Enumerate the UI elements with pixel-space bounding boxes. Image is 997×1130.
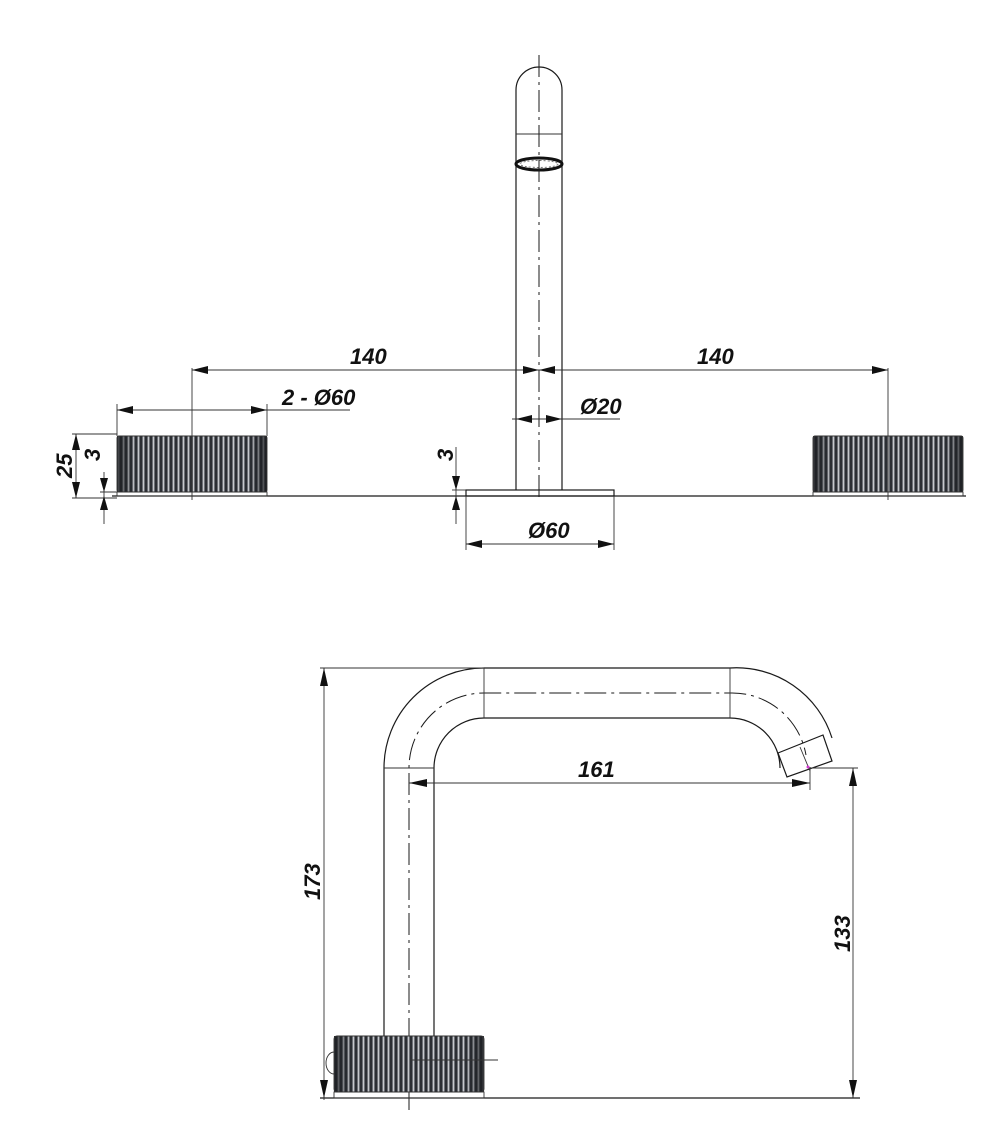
outlet-point-marker [806, 765, 810, 769]
front-view: 140 140 2 - Ø60 Ø20 [52, 55, 966, 550]
right-handle [812, 368, 964, 500]
dim-handle-diameter-label: 2 - Ø60 [281, 385, 356, 410]
left-handle [116, 368, 268, 500]
dim-right-spacing-label: 140 [697, 344, 734, 369]
dim-base-diameter: Ø60 [465, 496, 615, 550]
spout-outlet [777, 734, 833, 778]
dim-right-spacing: 140 [539, 344, 888, 374]
dim-spout-reach: 161 [409, 757, 811, 790]
spout-front [465, 55, 615, 500]
handle-side-button [325, 1051, 335, 1075]
dim-spout-reach-label: 161 [578, 757, 615, 782]
dim-total-height: 173 [300, 667, 484, 1100]
dim-left-spacing: 140 [192, 344, 539, 374]
dim-spout-diameter-label: Ø20 [580, 394, 622, 419]
dim-handle-base-label: 3 [80, 449, 105, 461]
dim-spout-base: 3 [433, 447, 466, 524]
dim-total-height-label: 173 [300, 863, 325, 900]
dim-spout-base-label: 3 [433, 449, 458, 461]
dim-left-spacing-label: 140 [350, 344, 387, 369]
dim-outlet-height: 133 [810, 767, 858, 1098]
dim-handle-diameter: 2 - Ø60 [116, 385, 356, 436]
spout-outer-contour [383, 667, 833, 1040]
dim-handle-base: 3 [80, 449, 117, 524]
dim-outlet-height-label: 133 [830, 915, 855, 952]
dim-handle-height-label: 25 [52, 453, 77, 479]
side-view: 173 161 133 [300, 667, 860, 1110]
dim-handle-height: 25 [52, 433, 117, 499]
dim-spout-diameter: Ø20 [512, 394, 622, 423]
side-handle [325, 1035, 498, 1099]
spout-base-plate [465, 489, 615, 497]
dim-base-diameter-label: Ø60 [528, 518, 570, 543]
